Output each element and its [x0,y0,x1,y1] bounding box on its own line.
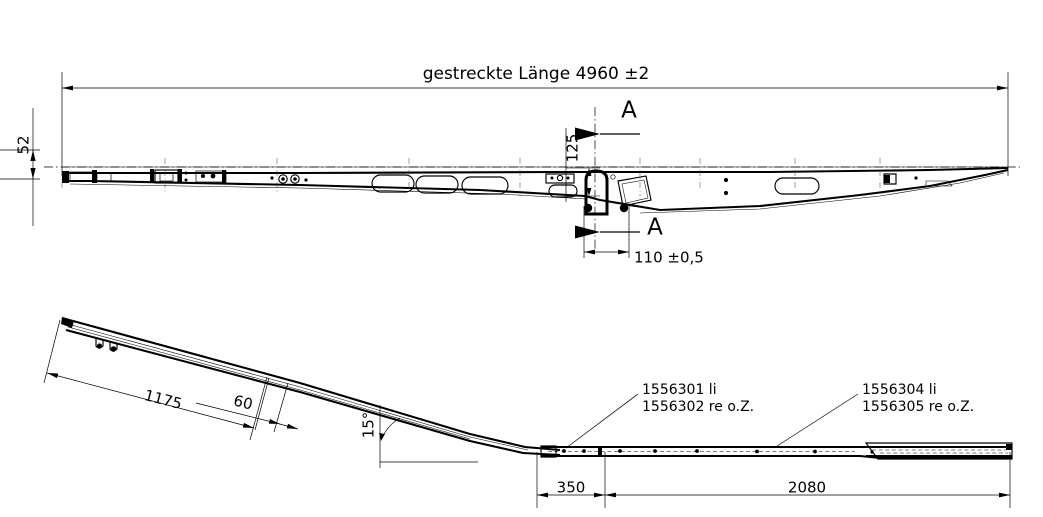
dimension-2080-label: 2080 [788,479,826,497]
sloped-leg-profile [61,316,561,457]
center-hanger-bracket [583,169,629,216]
construction-ticks-top [61,158,881,196]
overall-length-label: gestreckte Länge 4960 ±2 [423,64,650,84]
callout-right-line2: 1556305 re o.Z. [862,399,974,415]
beam-hole-markers [562,449,874,454]
height-125-label: 125 [564,134,582,163]
width-110-dimension [583,206,630,258]
height-52-label: 52 [15,135,33,154]
dimension-60 [195,377,299,433]
oval-lightening-holes [371,174,509,195]
dimension-350 [536,452,606,508]
callout-left-line1: 1556301 li [642,382,717,398]
dimension-angle-15-label: 15° [360,412,378,439]
center-left-bracket [545,173,578,198]
dimension-1175-label: 1175 [142,386,183,413]
top-view-group [0,72,1020,258]
width-110-label: 110 ±0,5 [634,249,704,267]
dimension-350-label: 350 [557,479,586,497]
callout-leader-lines [565,393,859,449]
left-end-bracket [62,170,112,183]
left-mounting-plate [150,169,188,184]
dimension-2080 [605,452,1011,508]
hole-cluster-left [270,174,308,184]
far-right-slot [883,173,953,187]
section-mark-a-top: A [621,98,637,124]
right-oval-hole [774,177,820,195]
dimension-1175 [43,319,268,441]
height-52-dimension [0,108,40,226]
side-view-group [43,316,1013,508]
beam-top-profile [62,166,1009,214]
overall-length-dimension [61,72,1009,176]
section-mark-a-bottom: A [647,215,663,241]
horizontal-beam-profile [540,442,1013,460]
callout-right-line1: 1556304 li [862,382,937,398]
callout-left-line2: 1556302 re o.Z. [642,399,754,415]
mid-left-hole-plate [195,170,227,183]
right-hole-pair [723,177,729,196]
dimension-60-label: 60 [232,391,255,413]
sloped-leg-pins [95,339,118,352]
section-aa-line [575,107,640,250]
dimension-angle-15 [379,405,478,468]
tilted-bracket [617,175,652,207]
